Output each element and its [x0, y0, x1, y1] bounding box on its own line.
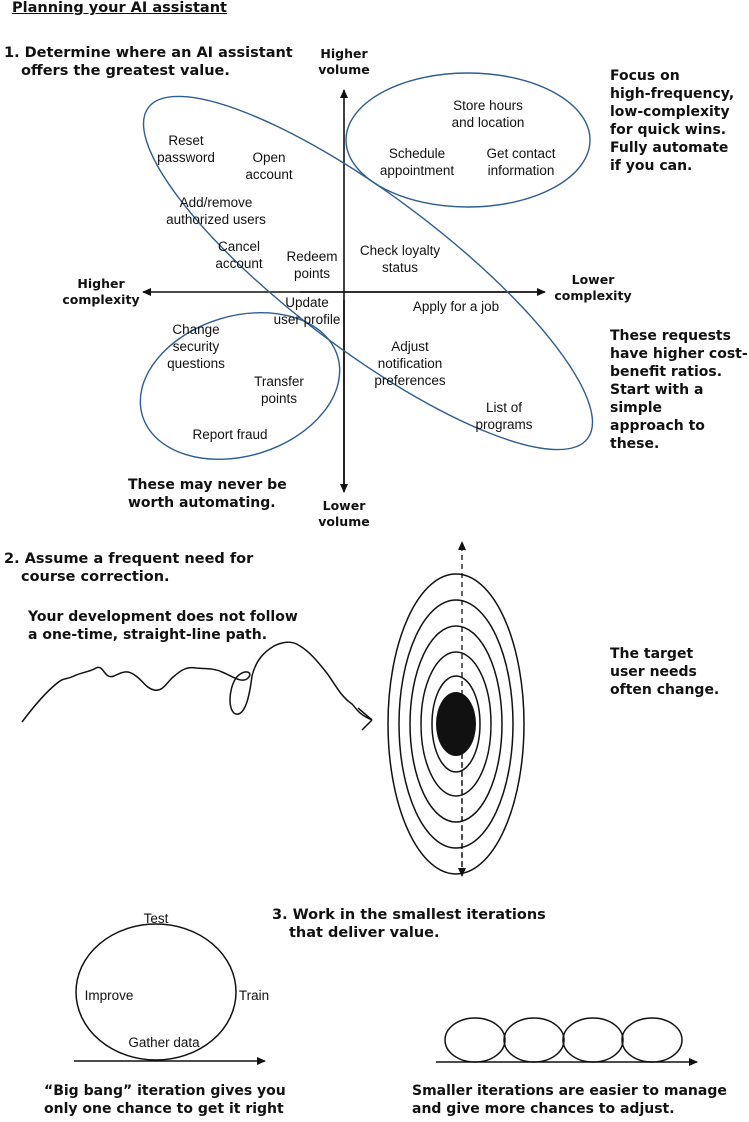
item-apply-job: Apply for a job: [412, 299, 500, 314]
section-3-heading-line2: that deliver value.: [289, 925, 440, 941]
note-cost-benefit: These requests have higher cost- benefit…: [610, 328, 748, 452]
section-2-heading-line2: course correction.: [21, 569, 170, 585]
section-3-heading: 3. Work in the smallest iterations that …: [272, 906, 546, 942]
quick-wins-ellipse: [345, 72, 591, 208]
big-bang-cycle: [75, 923, 237, 1061]
item-update-profile: Update user profile: [273, 295, 341, 327]
item-store-hours: Store hours and location: [451, 98, 525, 130]
axis-label-top: Higher volume: [318, 46, 370, 77]
note-quick-wins: Focus on high-frequency, low-complexity …: [610, 68, 735, 174]
cost-benefit-ellipse: [142, 95, 594, 451]
note-big-bang: “Big bang” iteration gives you only one …: [44, 1083, 286, 1117]
item-transfer-points: Transfer points: [254, 374, 304, 406]
item-change-security: Change security questions: [167, 322, 225, 371]
item-adjust-notifications: Adjust notification preferences: [374, 339, 446, 388]
section-1-heading-line2: offers the greatest value.: [21, 63, 230, 79]
cycle-label-gather-data: Gather data: [128, 1035, 200, 1050]
note-target-changes: The target user needs often change.: [610, 646, 720, 698]
item-check-loyalty: Check loyalty status: [359, 243, 441, 275]
development-path: [21, 641, 373, 731]
item-add-remove-users: Add/remove authorized users: [166, 195, 266, 227]
item-get-contact: Get contact information: [486, 146, 556, 178]
item-list-programs: List of programs: [475, 400, 533, 432]
note-development-path: Your development does not follow a one-t…: [28, 609, 298, 643]
note-never-automate: These may never be worth automating.: [128, 477, 287, 511]
never-automate-ellipse: [139, 312, 341, 460]
cycle-label-improve: Improve: [84, 988, 134, 1003]
axis-label-bottom: Lower volume: [318, 498, 370, 529]
section-2-heading-line1: 2. Assume a frequent need for: [4, 551, 254, 567]
cycle-label-train: Train: [238, 988, 270, 1003]
item-report-fraud: Report fraud: [192, 427, 268, 442]
target-rings: [387, 573, 525, 875]
item-reset-password: Reset password: [157, 133, 215, 165]
axis-label-right: Lower complexity: [554, 272, 632, 303]
section-1-heading: 1. Determine where an AI assistant offer…: [4, 44, 293, 80]
note-smaller-iterations: Smaller iterations are easier to manage …: [412, 1083, 727, 1117]
section-1-heading-line1: 1. Determine where an AI assistant: [4, 45, 293, 61]
small-iterations: [444, 1017, 683, 1063]
item-schedule-appointment: Schedule appointment: [379, 146, 455, 178]
cycle-label-test: Test: [143, 911, 169, 926]
axis-label-left: Higher complexity: [62, 276, 140, 307]
section-3-heading-line1: 3. Work in the smallest iterations: [272, 907, 546, 923]
page-title: Planning your AI assistant: [12, 0, 227, 16]
item-redeem-points: Redeem points: [286, 249, 338, 281]
target-bullseye: [436, 692, 476, 756]
item-open-account: Open account: [245, 150, 293, 182]
item-cancel-account: Cancel account: [215, 239, 263, 271]
section-2-heading: 2. Assume a frequent need for course cor…: [4, 550, 253, 586]
